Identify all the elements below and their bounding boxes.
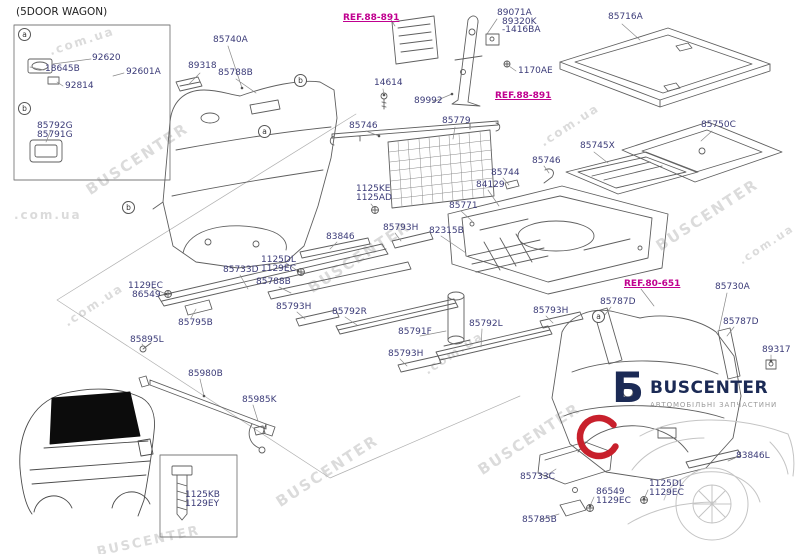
buscenter-logo: Б BUSCENTER АВТОМОБІЛЬНІ ЗАПЧАСТИНИ (612, 363, 778, 412)
part-label[interactable]: 83846 (326, 232, 355, 242)
part-label[interactable]: 1125KE (356, 184, 391, 194)
part-label[interactable]: 89992 (414, 96, 443, 106)
part-label[interactable]: 85740A (213, 35, 248, 45)
part-label[interactable]: 92601A (126, 67, 161, 77)
part-label[interactable]: 85785B (522, 515, 557, 525)
part-label[interactable]: 85985K (242, 395, 277, 405)
part-label[interactable]: 84129 (476, 180, 505, 190)
part-label[interactable]: 85744 (491, 168, 520, 178)
inset-lamp-parts (27, 58, 63, 163)
part-label[interactable]: 85745X (580, 141, 615, 151)
part-label[interactable]: 86549 (596, 487, 625, 497)
part-label[interactable]: 85733D (223, 265, 259, 275)
cargo-screen-net (329, 120, 501, 209)
buscenter-red-crescent-logo (576, 414, 622, 460)
leader-dots (164, 86, 773, 508)
part-label[interactable]: 85779 (442, 116, 471, 126)
ref-link[interactable]: REF.88-891 (495, 91, 552, 101)
part-label[interactable]: 85895L (130, 335, 164, 345)
floor-sills (139, 206, 584, 373)
callout-marker: b (294, 74, 307, 87)
part-label[interactable]: 85771 (449, 201, 478, 211)
logo-tagline: АВТОМОБІЛЬНІ ЗАПЧАСТИНИ (650, 401, 778, 409)
car-sketch-right (627, 419, 795, 541)
part-label[interactable]: 92814 (65, 81, 94, 91)
perspective-guides (56, 113, 521, 479)
part-label[interactable]: 85793H (383, 223, 419, 233)
part-label[interactable]: 85730A (715, 282, 750, 292)
part-label[interactable]: 85746 (532, 156, 561, 166)
part-label[interactable]: 1125AD (356, 193, 392, 203)
leader-lines (29, 18, 772, 521)
part-label[interactable]: 85792L (469, 319, 503, 329)
part-label[interactable]: 85792G (37, 121, 73, 131)
part-label[interactable]: 83846L (736, 451, 770, 461)
part-label[interactable]: 85788B (218, 68, 253, 78)
callout-marker: a (258, 125, 271, 138)
part-label[interactable]: 89071A (497, 8, 532, 18)
part-label[interactable]: 1125KB (185, 490, 220, 500)
part-label[interactable]: 85750C (701, 120, 736, 130)
part-label[interactable]: 86549 (132, 290, 161, 300)
luggage-mat (559, 27, 771, 108)
part-label[interactable]: 85792R (332, 307, 367, 317)
logo-brand-text: BUSCENTER (650, 378, 769, 398)
part-label[interactable]: 85716A (608, 12, 643, 22)
callout-marker: b (122, 201, 135, 214)
inset-boxes (13, 24, 238, 538)
luggage-tray (565, 151, 699, 195)
part-label[interactable]: -1416BA (502, 25, 541, 35)
part-label[interactable]: 1129EY (185, 499, 220, 509)
cargo-screen-roller (138, 375, 276, 454)
part-label[interactable]: 85795B (178, 318, 213, 328)
part-label[interactable]: 85793H (276, 302, 312, 312)
part-label[interactable]: 89317 (762, 345, 791, 355)
part-label[interactable]: 1129EC (649, 488, 684, 498)
part-label[interactable]: 85793H (388, 349, 424, 359)
part-label[interactable]: 1129EC (596, 496, 631, 506)
luggage-board (621, 121, 783, 183)
callout-marker: a (18, 28, 31, 41)
part-label[interactable]: 89318 (188, 61, 217, 71)
part-label[interactable]: 85793H (533, 306, 569, 316)
part-label[interactable]: 1125DL (649, 479, 684, 489)
car-sketch-left (19, 388, 155, 517)
logo-mark: Б (612, 363, 645, 412)
part-label[interactable]: 92620 (92, 53, 121, 63)
part-label[interactable]: 85787D (723, 317, 759, 327)
ref-link[interactable]: REF.80-651 (624, 279, 681, 289)
part-label[interactable]: 1129EC (261, 264, 296, 274)
part-label[interactable]: 85733C (520, 472, 555, 482)
ref-link[interactable]: REF.88-891 (343, 13, 400, 23)
part-label[interactable]: 14614 (374, 78, 403, 88)
part-label[interactable]: 85788B (256, 277, 291, 287)
callout-marker: b (18, 102, 31, 115)
diagram-variant-title: (5DOOR WAGON) (16, 6, 108, 18)
part-label[interactable]: 85746 (349, 121, 378, 131)
part-label[interactable]: 1125DL (261, 255, 296, 265)
part-label[interactable]: 85791G (37, 130, 73, 140)
part-label[interactable]: 85791F (398, 327, 432, 337)
part-label[interactable]: 89320K (502, 17, 537, 27)
part-label[interactable]: 1170AE (518, 66, 553, 76)
label-plate (391, 15, 439, 65)
bolt-drawing (171, 465, 193, 521)
part-label[interactable]: 82315B (429, 226, 464, 236)
part-label[interactable]: 18645B (45, 64, 80, 74)
part-label[interactable]: 1129EC (128, 281, 163, 291)
callout-marker: a (592, 310, 605, 323)
part-label[interactable]: 85787D (600, 297, 636, 307)
part-label[interactable]: 85980B (188, 369, 223, 379)
rear-floor-pan (447, 168, 669, 295)
left-quarter-trim (152, 76, 338, 269)
